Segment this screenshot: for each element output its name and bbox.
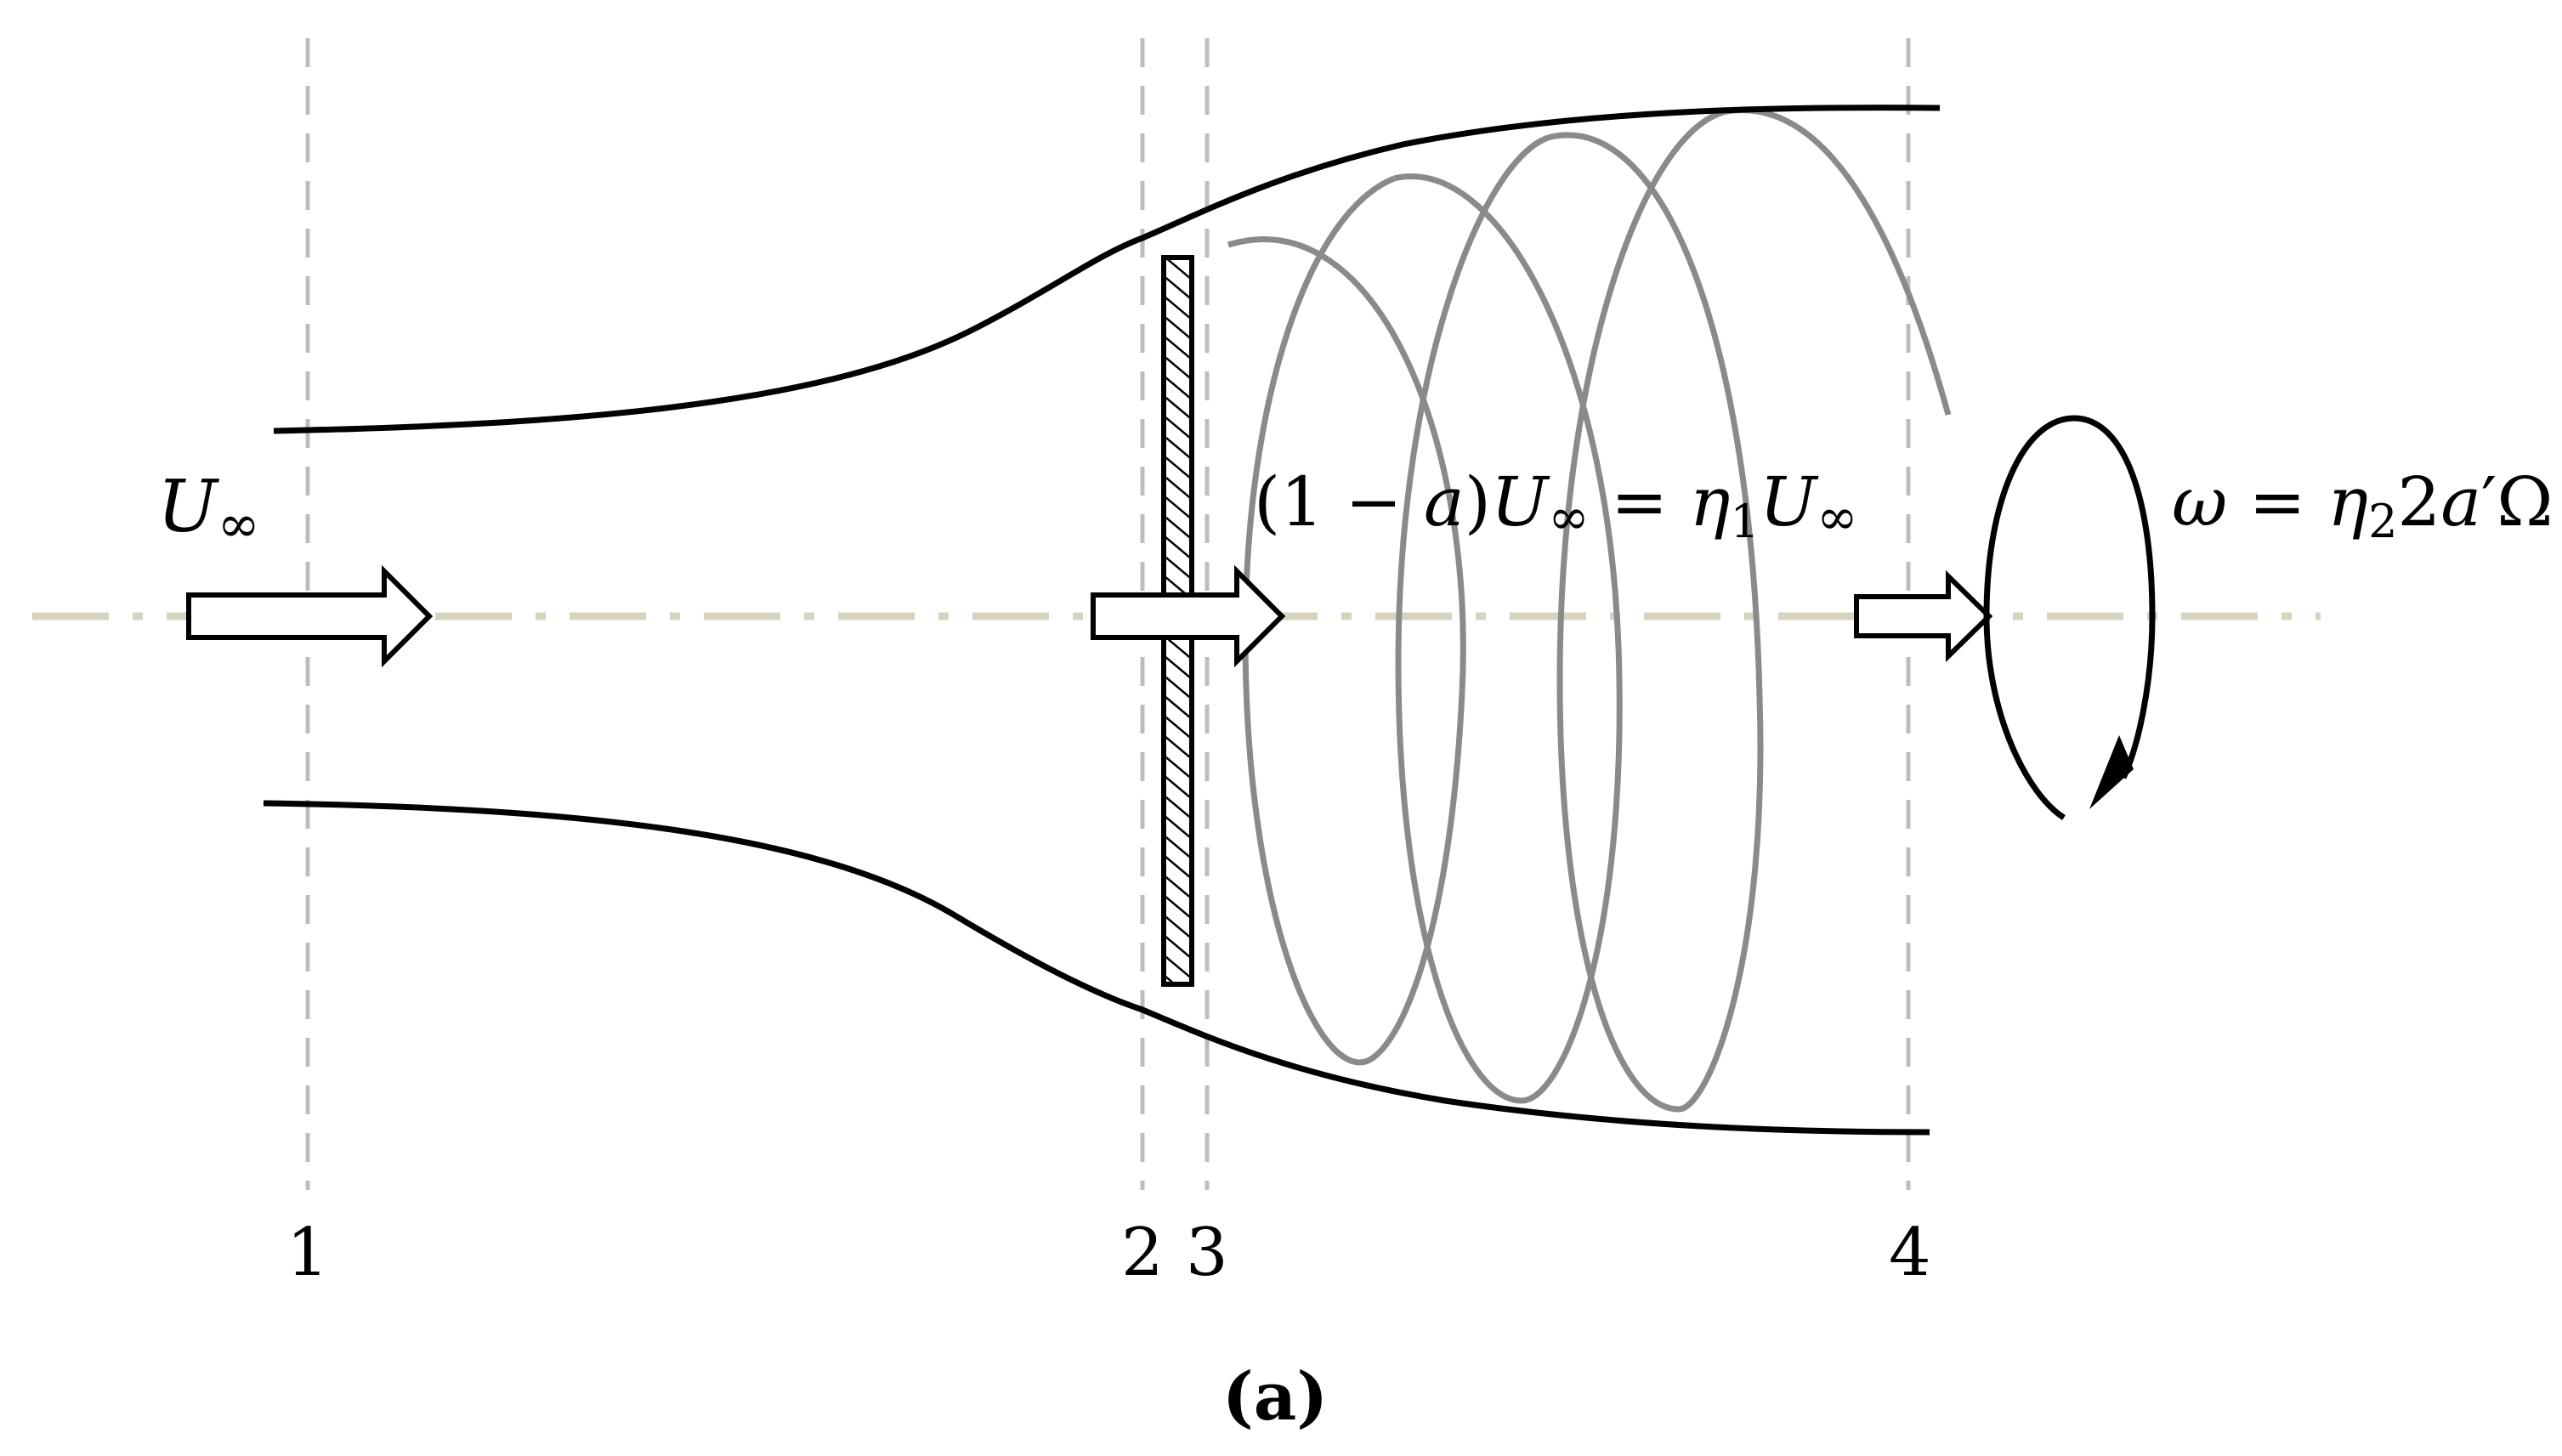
helix-loop-3 xyxy=(1555,107,1764,1113)
rotation-label: ω = η22a′Ω xyxy=(2172,462,2553,548)
helix-loop-2 xyxy=(1393,133,1623,1104)
figure-caption: (a) xyxy=(1222,1358,1328,1436)
stream-tube xyxy=(263,105,1941,1136)
flow-arrows xyxy=(186,564,1993,668)
rotation-arrowhead xyxy=(2089,735,2134,809)
rotor-velocity-label: (1 − a)U∞ = η1U∞ xyxy=(1254,462,1858,548)
rotation-loop xyxy=(1983,415,2156,820)
stream-tube-upper xyxy=(273,105,1941,434)
station-label-2: 2 xyxy=(1121,1215,1164,1291)
freestream-arrow xyxy=(186,564,434,668)
station-label-4: 4 xyxy=(1889,1215,1931,1291)
helical-wake xyxy=(1227,107,1952,1113)
rotor-arrow xyxy=(1091,564,1286,668)
station-label-1: 1 xyxy=(286,1215,329,1291)
station-label-3: 3 xyxy=(1186,1215,1228,1291)
helix-loop-4 xyxy=(1733,107,1952,416)
station-numbers: 1 2 3 4 xyxy=(286,1215,1931,1291)
helix-loop-1 xyxy=(1227,175,1466,1066)
freestream-label: U∞ xyxy=(157,465,260,554)
stream-tube-lower xyxy=(263,800,1930,1136)
wake-arrow xyxy=(1854,569,1993,663)
wake-rotation xyxy=(1983,415,2156,820)
